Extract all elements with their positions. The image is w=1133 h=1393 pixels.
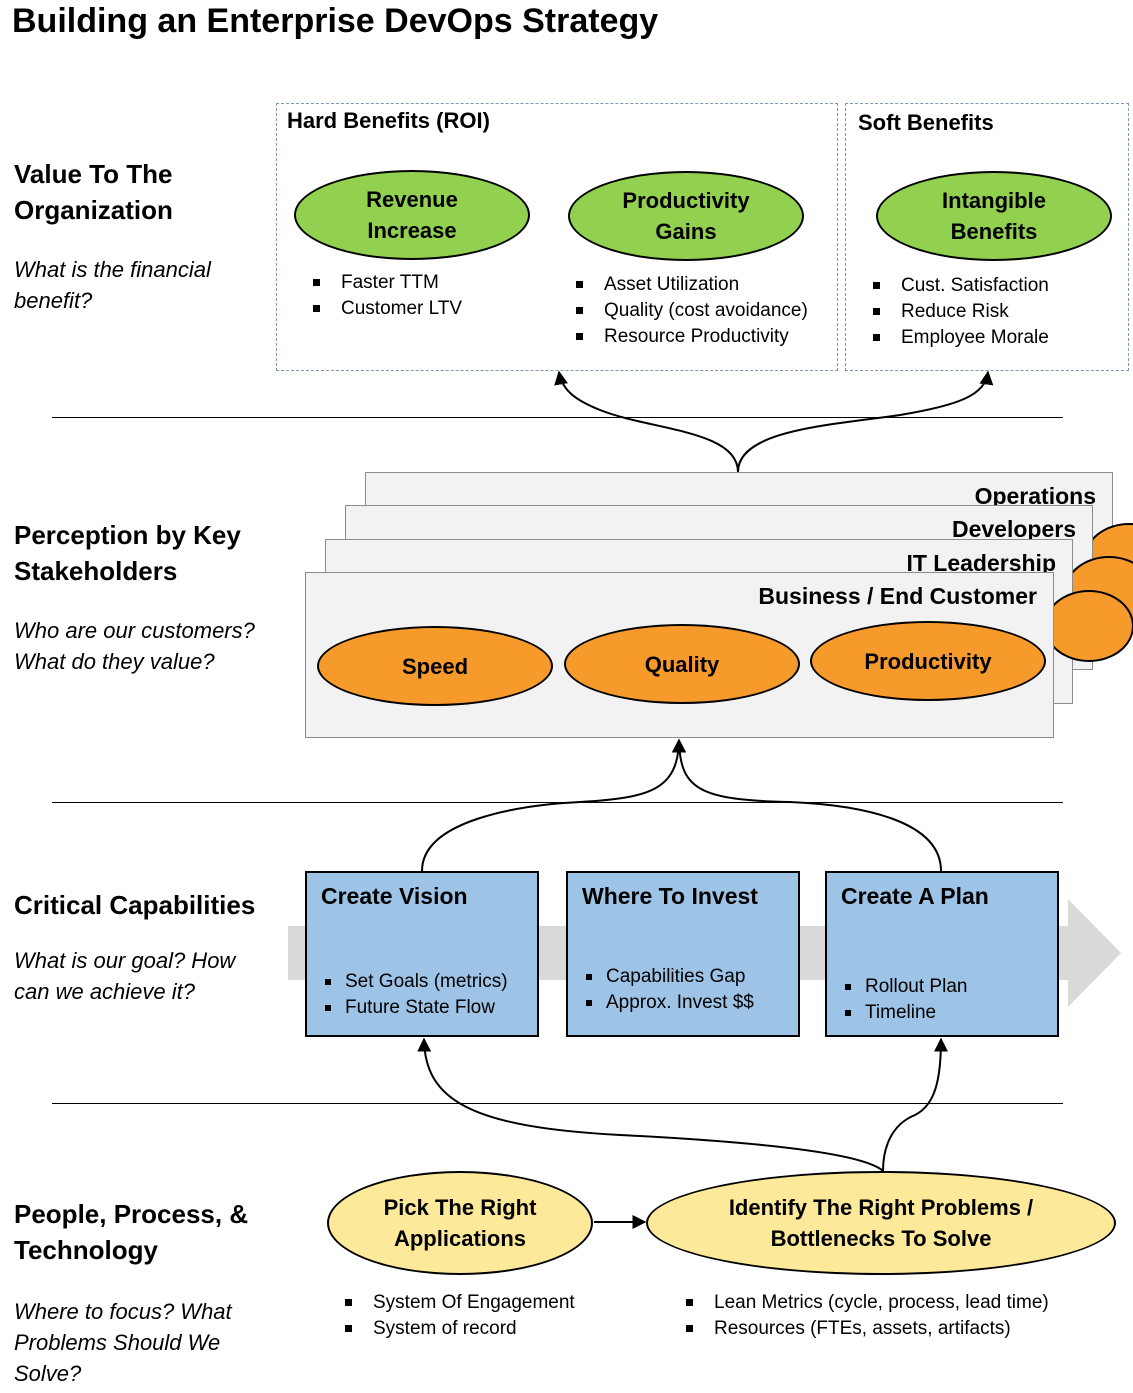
list-item: Employee Morale (873, 325, 1049, 351)
card-label: Business / End Customer (758, 583, 1037, 609)
divider (52, 417, 1063, 418)
section-perception: Perception by Key Stakeholders Who are o… (14, 517, 279, 677)
ellipse-label: Identify The Right Problems / Bottleneck… (728, 1195, 1034, 1251)
list-item: System Of Engagement (345, 1290, 575, 1316)
list-item: Resources (FTEs, assets, artifacts) (686, 1316, 1049, 1342)
list-item: Lean Metrics (cycle, process, lead time) (686, 1290, 1049, 1316)
capability-bullets: Rollout Plan Timeline (845, 974, 967, 1026)
list-item: Resource Productivity (576, 324, 808, 350)
list-item: Faster TTM (313, 270, 462, 296)
pick-right-applications-ellipse: Pick The Right Applications (327, 1171, 593, 1275)
list-item: Rollout Plan (845, 974, 967, 1000)
section-people: People, Process, & Technology Where to f… (14, 1196, 269, 1389)
list-item: Capabilities Gap (586, 964, 754, 990)
applications-bullets: System Of Engagement System of record (345, 1290, 575, 1342)
ellipse-label: Pick The Right Applications (383, 1195, 537, 1251)
list-item: Cust. Satisfaction (873, 273, 1049, 299)
productivity-bullets: Asset Utilization Quality (cost avoidanc… (576, 272, 808, 350)
identify-right-problems-ellipse: Identify The Right Problems / Bottleneck… (646, 1171, 1116, 1275)
capability-title: Create A Plan (841, 883, 989, 909)
capability-create-vision: Create Vision Set Goals (metrics) Future… (305, 871, 539, 1037)
capability-bullets: Capabilities Gap Approx. Invest $$ (586, 964, 754, 1016)
revenue-bullets: Faster TTM Customer LTV (313, 270, 462, 322)
section-title: Perception by Key Stakeholders (14, 520, 241, 586)
intangible-bullets: Cust. Satisfaction Reduce Risk Employee … (873, 273, 1049, 351)
list-item: Quality (cost avoidance) (576, 298, 808, 324)
section-value: Value To The Organization What is the fi… (14, 156, 264, 316)
card-label: IT Leadership (906, 550, 1056, 576)
ellipse-label: Productivity Gains (622, 188, 750, 244)
productivity-ellipse: Productivity (810, 621, 1046, 701)
revenue-increase-ellipse: Revenue Increase (294, 170, 530, 260)
list-item: Customer LTV (313, 296, 462, 322)
section-title: Critical Capabilities (14, 890, 256, 920)
capability-create-a-plan: Create A Plan Rollout Plan Timeline (825, 871, 1059, 1037)
section-question: What is the financial benefit? (14, 257, 211, 313)
card-label: Operations (974, 483, 1096, 509)
hard-benefits-label: Hard Benefits (ROI) (287, 108, 490, 133)
card-business-end-customer: Business / End Customer Speed Quality Pr… (305, 572, 1054, 738)
list-item: Approx. Invest $$ (586, 990, 754, 1016)
soft-benefits-box: Soft Benefits (845, 103, 1129, 371)
capability-title: Create Vision (321, 883, 468, 909)
list-item: Future State Flow (325, 995, 508, 1021)
card-label: Developers (951, 516, 1076, 542)
capability-bullets: Set Goals (metrics) Future State Flow (325, 969, 508, 1021)
intangible-benefits-ellipse: Intangible Benefits (876, 171, 1112, 261)
section-title: Value To The Organization (14, 159, 173, 225)
speed-ellipse: Speed (317, 626, 553, 706)
section-question: What is our goal? How can we achieve it? (14, 948, 236, 1004)
ellipse-label: Productivity (864, 648, 992, 674)
ellipse-label: Quality (644, 651, 720, 677)
list-item: Reduce Risk (873, 299, 1049, 325)
list-item: Asset Utilization (576, 272, 808, 298)
quality-ellipse: Quality (564, 624, 800, 704)
section-capabilities: Critical Capabilities What is our goal? … (14, 887, 274, 1007)
ellipse-label: Revenue Increase (366, 187, 458, 243)
section-question: Where to focus? What Problems Should We … (14, 1299, 232, 1386)
section-title: People, Process, & Technology (14, 1199, 249, 1265)
hard-benefits-box: Hard Benefits (ROI) (276, 103, 838, 371)
problems-bullets: Lean Metrics (cycle, process, lead time)… (686, 1290, 1049, 1342)
ellipse-label: Intangible Benefits (942, 188, 1046, 244)
list-item: System of record (345, 1316, 575, 1342)
productivity-gains-ellipse: Productivity Gains (568, 171, 804, 261)
soft-benefits-label: Soft Benefits (858, 110, 994, 135)
section-question: Who are our customers? What do they valu… (14, 618, 255, 674)
list-item: Timeline (845, 1000, 967, 1026)
capability-title: Where To Invest (582, 883, 758, 909)
ellipse-label: Speed (401, 653, 469, 679)
capability-where-to-invest: Where To Invest Capabilities Gap Approx.… (566, 871, 800, 1037)
page-title: Building an Enterprise DevOps Strategy (12, 2, 659, 40)
list-item: Set Goals (metrics) (325, 969, 508, 995)
